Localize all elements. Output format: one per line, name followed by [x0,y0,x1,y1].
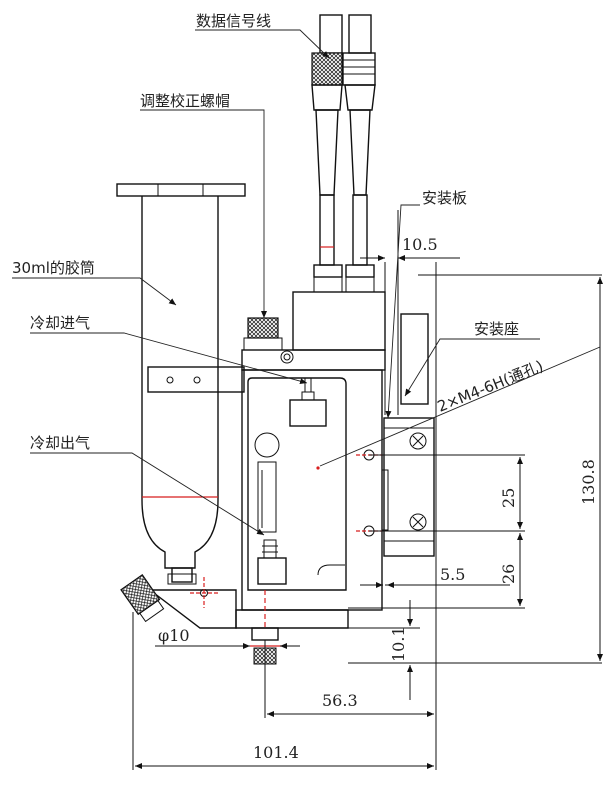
dim-130-8: 130.8 [579,459,598,505]
label-cool-out: 冷却出气 [30,434,90,452]
dim-10-1: 10.1 [389,626,408,662]
dim-101-4: 101.4 [253,743,299,762]
dim-10-5: 10.5 [402,235,438,254]
leader-lines [12,29,601,536]
dim-phi10: φ10 [158,626,190,645]
dim-56-3: 56.3 [322,691,358,710]
dim-5-5: 5.5 [440,565,465,584]
dim-25: 25 [499,488,518,508]
label-mount-plate: 安装板 [422,189,467,207]
label-mount-seat: 安装座 [474,320,519,338]
syringe-clamp [147,366,245,393]
syringe-barrel [116,183,246,585]
label-cool-in: 冷却进气 [30,314,90,332]
side-fitting [120,574,165,623]
label-thread-spec: 2×M4-6H(通孔) [435,357,546,416]
dimension-labels: 10.5 130.8 25 26 5.5 10.1 φ10 56.3 101.4 [158,235,598,762]
data-cables [311,14,376,293]
center-marks [190,449,382,647]
dim-26: 26 [499,564,518,584]
mount-plate-seat [381,313,435,557]
part-labels: 数据信号线 调整校正螺帽 30ml的胶筒 冷却进气 冷却出气 安装板 安装座 2… [12,12,546,452]
label-data-cable: 数据信号线 [196,12,271,30]
label-syringe: 30ml的胶筒 [12,259,95,277]
adjust-cap-knob [243,317,283,351]
dimension-lines [132,210,603,770]
label-adjust-cap: 调整校正螺帽 [140,92,230,110]
